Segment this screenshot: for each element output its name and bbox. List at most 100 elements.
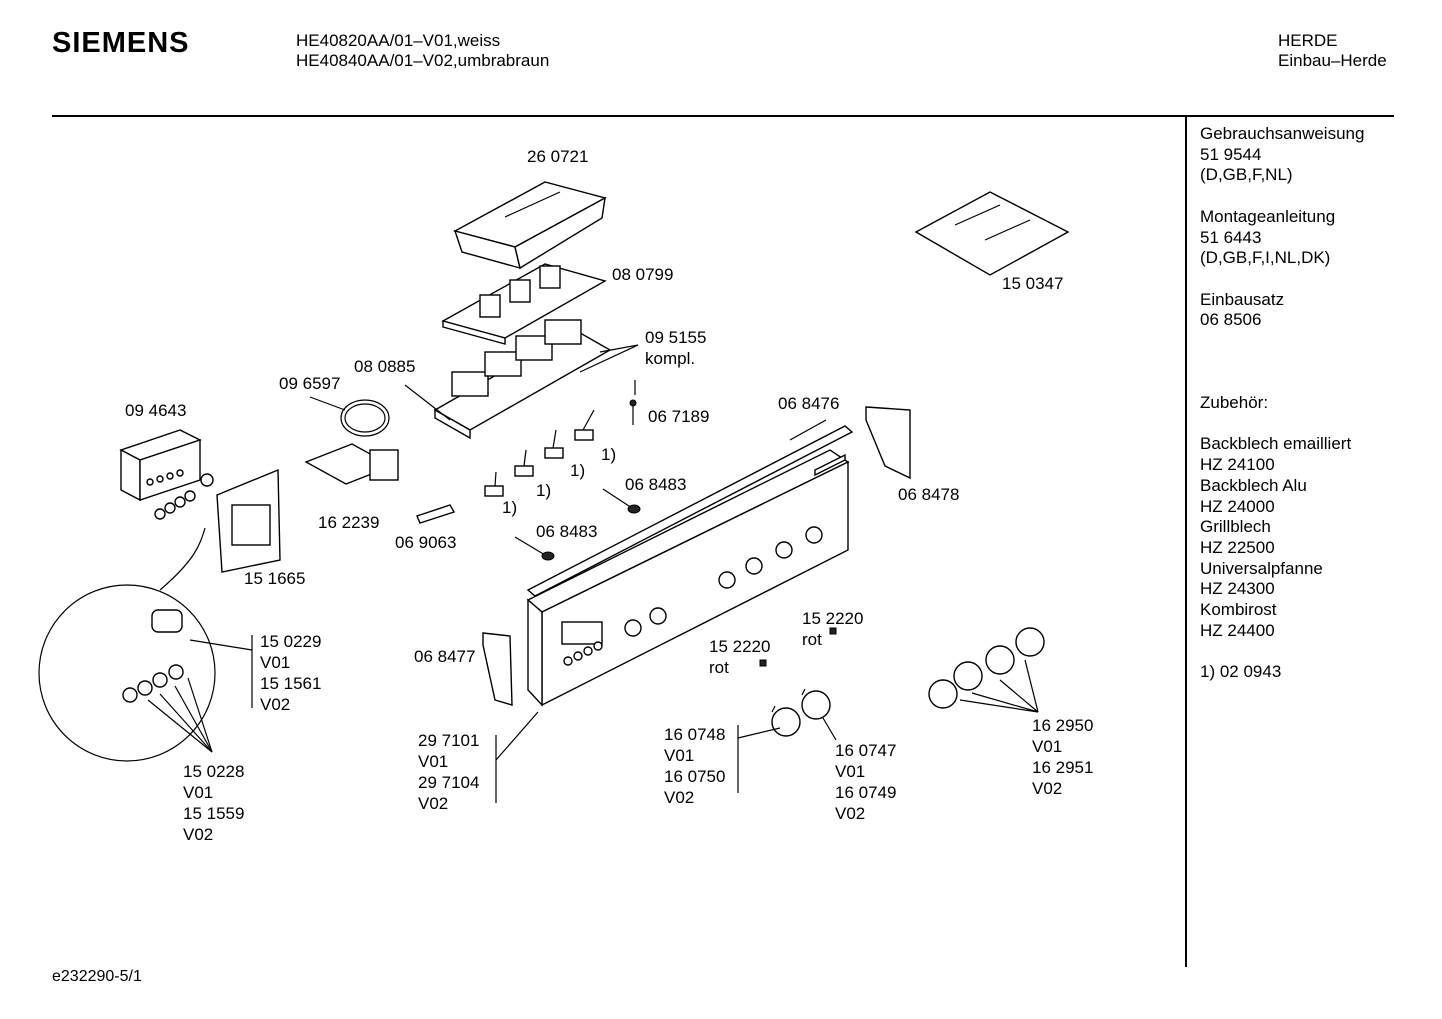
sidebar-line: Backblech Alu bbox=[1200, 475, 1307, 495]
label-068477: 06 8477 bbox=[414, 647, 475, 666]
label-297104: 29 7104 bbox=[418, 773, 479, 792]
label-v01-c: V01 bbox=[418, 752, 448, 771]
label-note-1d: 1) bbox=[502, 498, 517, 517]
label-068476: 06 8476 bbox=[778, 394, 839, 413]
label-kompl: kompl. bbox=[645, 349, 695, 368]
sidebar-line: Backblech emailliert bbox=[1200, 434, 1352, 454]
label-150228: 15 0228 bbox=[183, 762, 244, 781]
detail-callout bbox=[38, 527, 216, 762]
side-bracket-068478 bbox=[865, 406, 911, 480]
thermostat-096597 bbox=[304, 396, 399, 485]
sidebar-line: Grillblech bbox=[1200, 517, 1271, 537]
label-297101: 29 7101 bbox=[418, 731, 479, 750]
label-095155: 09 5155 bbox=[645, 328, 706, 347]
label-151559: 15 1559 bbox=[183, 804, 244, 823]
sidebar-line bbox=[1200, 352, 1364, 373]
switches-row bbox=[484, 409, 595, 497]
label-v01-f: V01 bbox=[1032, 737, 1062, 756]
label-152220-right: 15 2220 bbox=[802, 609, 863, 628]
label-v01-e: V01 bbox=[835, 762, 865, 781]
label-v02-f: V02 bbox=[1032, 779, 1062, 798]
label-160749: 16 0749 bbox=[835, 783, 896, 802]
header-rule bbox=[52, 115, 1394, 117]
category-block: HERDE Einbau–Herde bbox=[1278, 31, 1387, 71]
label-rot-right: rot bbox=[802, 630, 822, 649]
sidebar-block bbox=[1200, 352, 1364, 373]
label-v01-b: V01 bbox=[183, 783, 213, 802]
label-094643: 09 4643 bbox=[125, 401, 186, 420]
sidebar-line: Einbausatz bbox=[1200, 289, 1285, 309]
control-panel-297101 bbox=[526, 449, 850, 707]
label-note-1b: 1) bbox=[570, 461, 585, 480]
sidebar-rule bbox=[1185, 117, 1187, 967]
washer-069063 bbox=[416, 504, 456, 524]
label-v02-d: V02 bbox=[664, 788, 694, 807]
sidebar-line: (D,GB,F,NL) bbox=[1200, 165, 1293, 185]
label-v01-a: V01 bbox=[260, 653, 290, 672]
label-160748: 16 0748 bbox=[664, 725, 725, 744]
switch-block-095155 bbox=[433, 319, 612, 440]
leader-lines bbox=[147, 344, 1039, 761]
drawer-tray-260721 bbox=[453, 181, 607, 270]
label-151665: 15 1665 bbox=[244, 569, 305, 588]
label-v02-c: V02 bbox=[418, 794, 448, 813]
model-list: HE40820AA/01–V01,weiss HE40840AA/01–V02,… bbox=[296, 31, 549, 71]
label-162950: 16 2950 bbox=[1032, 716, 1093, 735]
label-151561: 15 1561 bbox=[260, 674, 321, 693]
sidebar-line: (D,GB,F,I,NL,DK) bbox=[1200, 248, 1331, 268]
label-068483-lower: 06 8483 bbox=[536, 522, 597, 541]
label-group-brackets bbox=[251, 635, 739, 803]
sidebar-line: Universalpfanne bbox=[1200, 558, 1323, 578]
label-rot-left: rot bbox=[709, 658, 729, 677]
screw-067189 bbox=[629, 399, 637, 425]
side-bracket-068477 bbox=[482, 632, 513, 706]
sidebar-block: Zubehör: bbox=[1200, 393, 1364, 414]
sidebar-line: 1) 02 0943 bbox=[1200, 662, 1282, 682]
lamp-068483 bbox=[514, 488, 641, 561]
label-162951: 16 2951 bbox=[1032, 758, 1093, 777]
category-title: HERDE bbox=[1278, 31, 1338, 50]
label-162239: 16 2239 bbox=[318, 513, 379, 532]
sidebar-line: HZ 24300 bbox=[1200, 579, 1275, 599]
sidebar-line: Montageanleitung bbox=[1200, 206, 1336, 226]
label-150347: 15 0347 bbox=[1002, 274, 1063, 293]
clock-frame-151665 bbox=[216, 468, 281, 573]
label-152220-left: 15 2220 bbox=[709, 637, 770, 656]
label-note-1c: 1) bbox=[536, 481, 551, 500]
label-150229: 15 0229 bbox=[260, 632, 321, 651]
drawing-code: e232290-5/1 bbox=[52, 968, 142, 985]
label-080799: 08 0799 bbox=[612, 265, 673, 284]
knobs-162950 bbox=[928, 627, 1045, 709]
sidebar-line: Gebrauchsanweisung bbox=[1200, 124, 1365, 143]
label-v02-b: V02 bbox=[183, 825, 213, 844]
label-069063: 06 9063 bbox=[395, 533, 456, 552]
sidebar-line: 51 9544 bbox=[1200, 144, 1262, 164]
label-v02-a: V02 bbox=[260, 695, 290, 714]
knobs-160747 bbox=[771, 688, 831, 737]
label-160747: 16 0747 bbox=[835, 741, 896, 760]
sidebar-line: HZ 24000 bbox=[1200, 496, 1275, 516]
label-096597: 09 6597 bbox=[279, 374, 340, 393]
sidebar-line: HZ 22500 bbox=[1200, 537, 1275, 557]
exploded-diagram: 26 0721 08 0799 09 5155 kompl. 08 0885 0… bbox=[38, 147, 1093, 844]
sidebar-line: Kombirost bbox=[1200, 600, 1277, 620]
switch-carrier-080799 bbox=[441, 263, 607, 345]
label-067189: 06 7189 bbox=[648, 407, 709, 426]
sidebar-line: 06 8506 bbox=[1200, 310, 1262, 330]
model-line-1: HE40820AA/01–V01,weiss bbox=[296, 31, 501, 50]
clip-152220 bbox=[759, 627, 837, 667]
label-160750: 16 0750 bbox=[664, 767, 725, 786]
fastener-bag-150347 bbox=[914, 191, 1070, 276]
label-v02-e: V02 bbox=[835, 804, 865, 823]
label-068478: 06 8478 bbox=[898, 485, 959, 504]
sidebar-line: HZ 24100 bbox=[1200, 455, 1275, 475]
label-260721: 26 0721 bbox=[527, 147, 588, 166]
sidebar-line: Zubehör: bbox=[1200, 393, 1269, 413]
label-v01-d: V01 bbox=[664, 746, 694, 765]
brand-logo: SIEMENS bbox=[52, 27, 190, 59]
label-note-1a: 1) bbox=[601, 445, 616, 464]
